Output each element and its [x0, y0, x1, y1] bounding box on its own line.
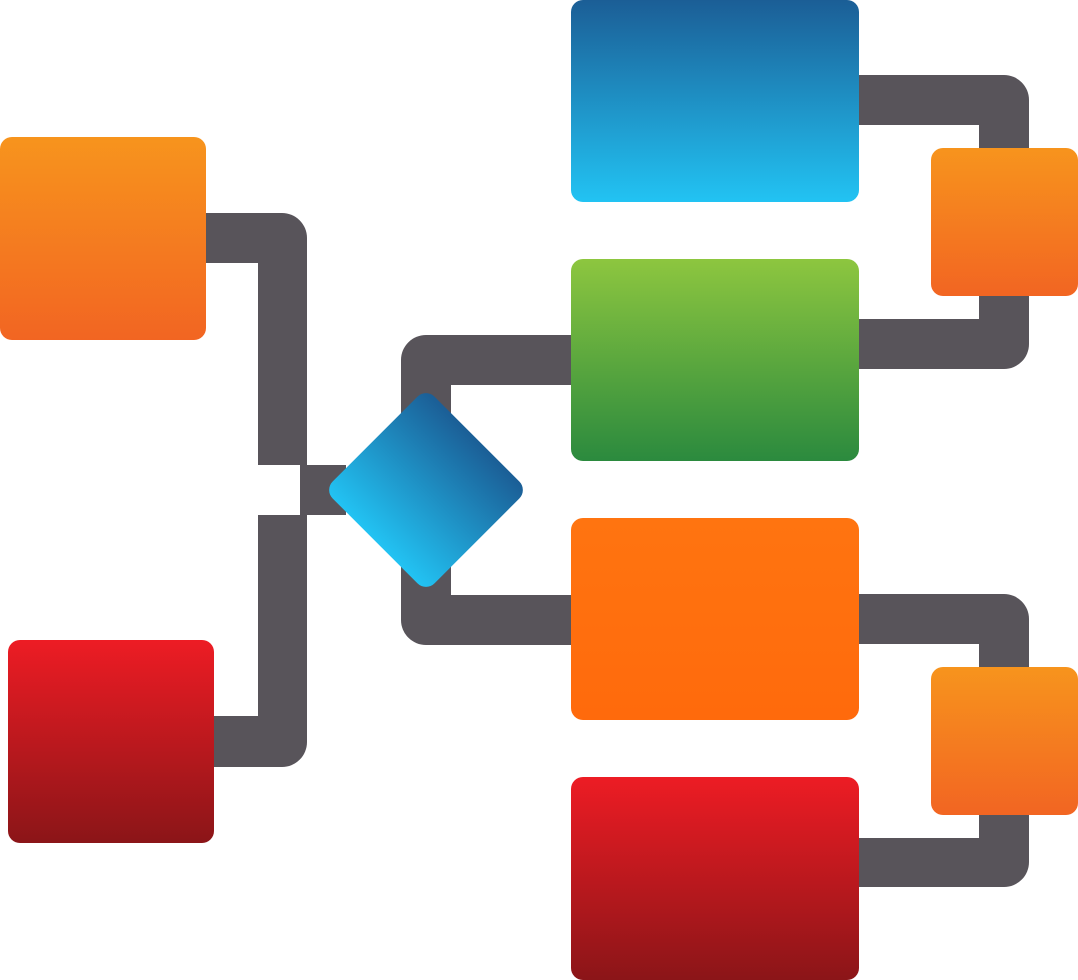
connector-decision-to-green — [401, 335, 572, 420]
node-right-3 — [571, 518, 859, 720]
connector-red-to-small-bottom — [858, 804, 1029, 887]
connector-green-to-small-top — [858, 285, 1029, 369]
node-decision-diamond — [329, 393, 523, 587]
connector-left-bottom — [213, 515, 307, 767]
node-right-2 — [571, 259, 859, 461]
connector-orange-to-small-bottom — [858, 594, 1029, 680]
connectors — [205, 75, 1029, 887]
node-small-top — [931, 148, 1078, 296]
node-small-bottom — [931, 667, 1078, 815]
connector-decision-to-orange — [401, 560, 572, 645]
node-left-bottom — [8, 640, 214, 843]
node-left-top — [0, 137, 206, 340]
connector-left-top — [205, 213, 307, 465]
node-right-1 — [571, 0, 859, 202]
node-right-4 — [571, 777, 859, 980]
connector-blue-to-small-top — [858, 75, 1029, 160]
